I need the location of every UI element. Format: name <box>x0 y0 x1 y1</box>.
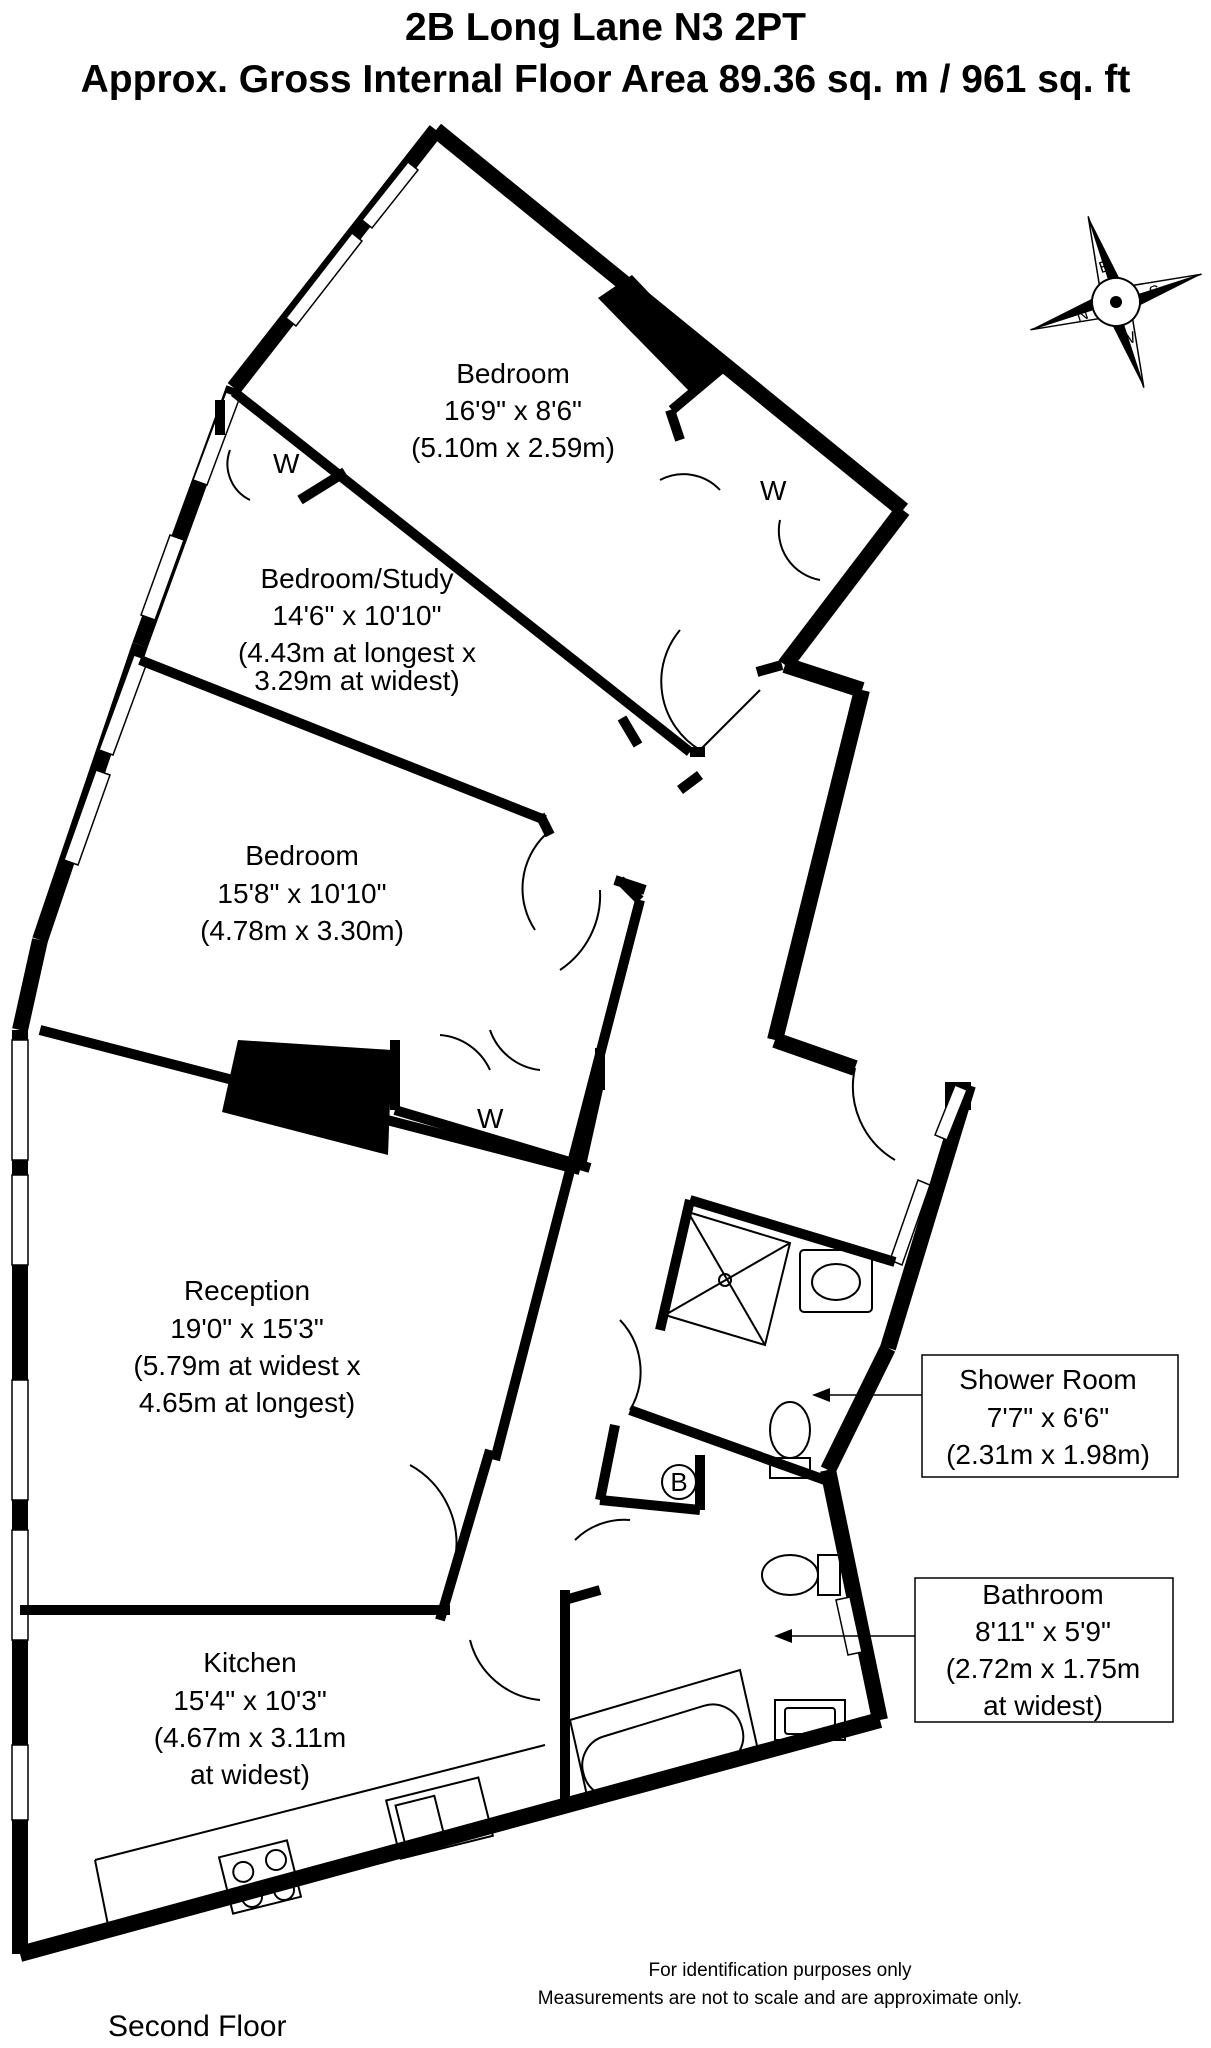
room-name: Shower Room <box>959 1364 1136 1395</box>
wardrobe-label: W <box>477 1103 504 1134</box>
door-swings <box>226 449 896 1701</box>
room-imperial: 15'8" x 10'10" <box>217 878 386 909</box>
wardrobe-label: W <box>760 475 787 506</box>
label-bedroom-study: Bedroom/Study 14'6" x 10'10" (4.43m at l… <box>238 563 476 696</box>
room-metric: (4.67m x 3.11m <box>154 1722 346 1753</box>
internal-walls <box>20 364 897 1810</box>
label-reception: Reception 19'0" x 15'3" (5.79m at widest… <box>133 1275 360 1418</box>
boiler-label: B <box>670 1467 687 1497</box>
windows <box>11 160 968 1821</box>
shower-tray <box>663 1210 792 1347</box>
compass-s: S <box>1147 282 1162 301</box>
room-metric: (4.43m at longest x <box>238 637 476 668</box>
wardrobe-label: W <box>273 448 300 479</box>
room-metric: (2.72m x 1.75m <box>946 1653 1141 1684</box>
compass-rose: N E S W <box>1030 216 1202 388</box>
callout-shower-room: Shower Room 7'7" x 6'6" (2.31m x 1.98m) <box>812 1354 1179 1478</box>
room-imperial: 14'6" x 10'10" <box>272 600 441 631</box>
room-imperial: 19'0" x 15'3" <box>170 1313 324 1344</box>
room-metric: (5.10m x 2.59m) <box>411 432 615 463</box>
disclaimer-line-2: Measurements are not to scale and are ap… <box>537 1988 1023 2009</box>
bathtub <box>568 1668 760 1802</box>
chimney-breast-reception <box>222 1040 392 1155</box>
room-imperial: 8'11" x 5'9" <box>975 1616 1111 1647</box>
compass-e: E <box>1097 258 1112 277</box>
compass-w: W <box>1118 329 1138 350</box>
room-metric: at widest) <box>983 1690 1103 1721</box>
kitchen-counter <box>94 1744 546 1936</box>
room-metric: at widest) <box>190 1759 310 1790</box>
room-name: Bathroom <box>982 1579 1103 1610</box>
shower-wc <box>769 1401 811 1479</box>
callout-bathroom: Bathroom 8'11" x 5'9" (2.72m x 1.75m at … <box>774 1577 1174 1723</box>
room-name: Kitchen <box>203 1647 296 1678</box>
compass-n: N <box>1074 306 1090 326</box>
disclaimer-line-1: For identification purposes only <box>648 1960 912 1981</box>
boiler <box>661 1464 697 1500</box>
chimney-breast-bedroom <box>598 275 722 392</box>
label-bedroom-2: Bedroom 15'8" x 10'10" (4.78m x 3.30m) <box>200 840 404 946</box>
label-kitchen: Kitchen 15'4" x 10'3" (4.67m x 3.11m at … <box>154 1647 346 1790</box>
room-name: Bedroom <box>456 358 570 389</box>
bathroom-wc <box>761 1554 841 1596</box>
label-bedroom-1: Bedroom 16'9" x 8'6" (5.10m x 2.59m) <box>411 358 615 463</box>
room-imperial: 15'4" x 10'3" <box>173 1685 327 1716</box>
room-metric: 4.65m at longest) <box>139 1387 355 1418</box>
room-imperial: 16'9" x 8'6" <box>444 395 582 426</box>
floor-label: Second Floor <box>108 2010 287 2043</box>
room-metric: 3.29m at widest) <box>254 665 459 696</box>
shower-basin <box>799 1249 873 1313</box>
bathroom-basin <box>774 1699 846 1741</box>
plan-subtitle: Approx. Gross Internal Floor Area 89.36 … <box>80 58 1131 101</box>
room-name: Bedroom/Study <box>261 563 454 594</box>
room-metric: (2.31m x 1.98m) <box>946 1439 1150 1470</box>
room-metric: (5.79m at widest x <box>133 1350 360 1381</box>
room-name: Bedroom <box>245 840 359 871</box>
room-name: Reception <box>184 1275 310 1306</box>
plan-title: 2B Long Lane N3 2PT <box>405 6 806 49</box>
room-metric: (4.78m x 3.30m) <box>200 915 404 946</box>
room-imperial: 7'7" x 6'6" <box>987 1402 1109 1433</box>
